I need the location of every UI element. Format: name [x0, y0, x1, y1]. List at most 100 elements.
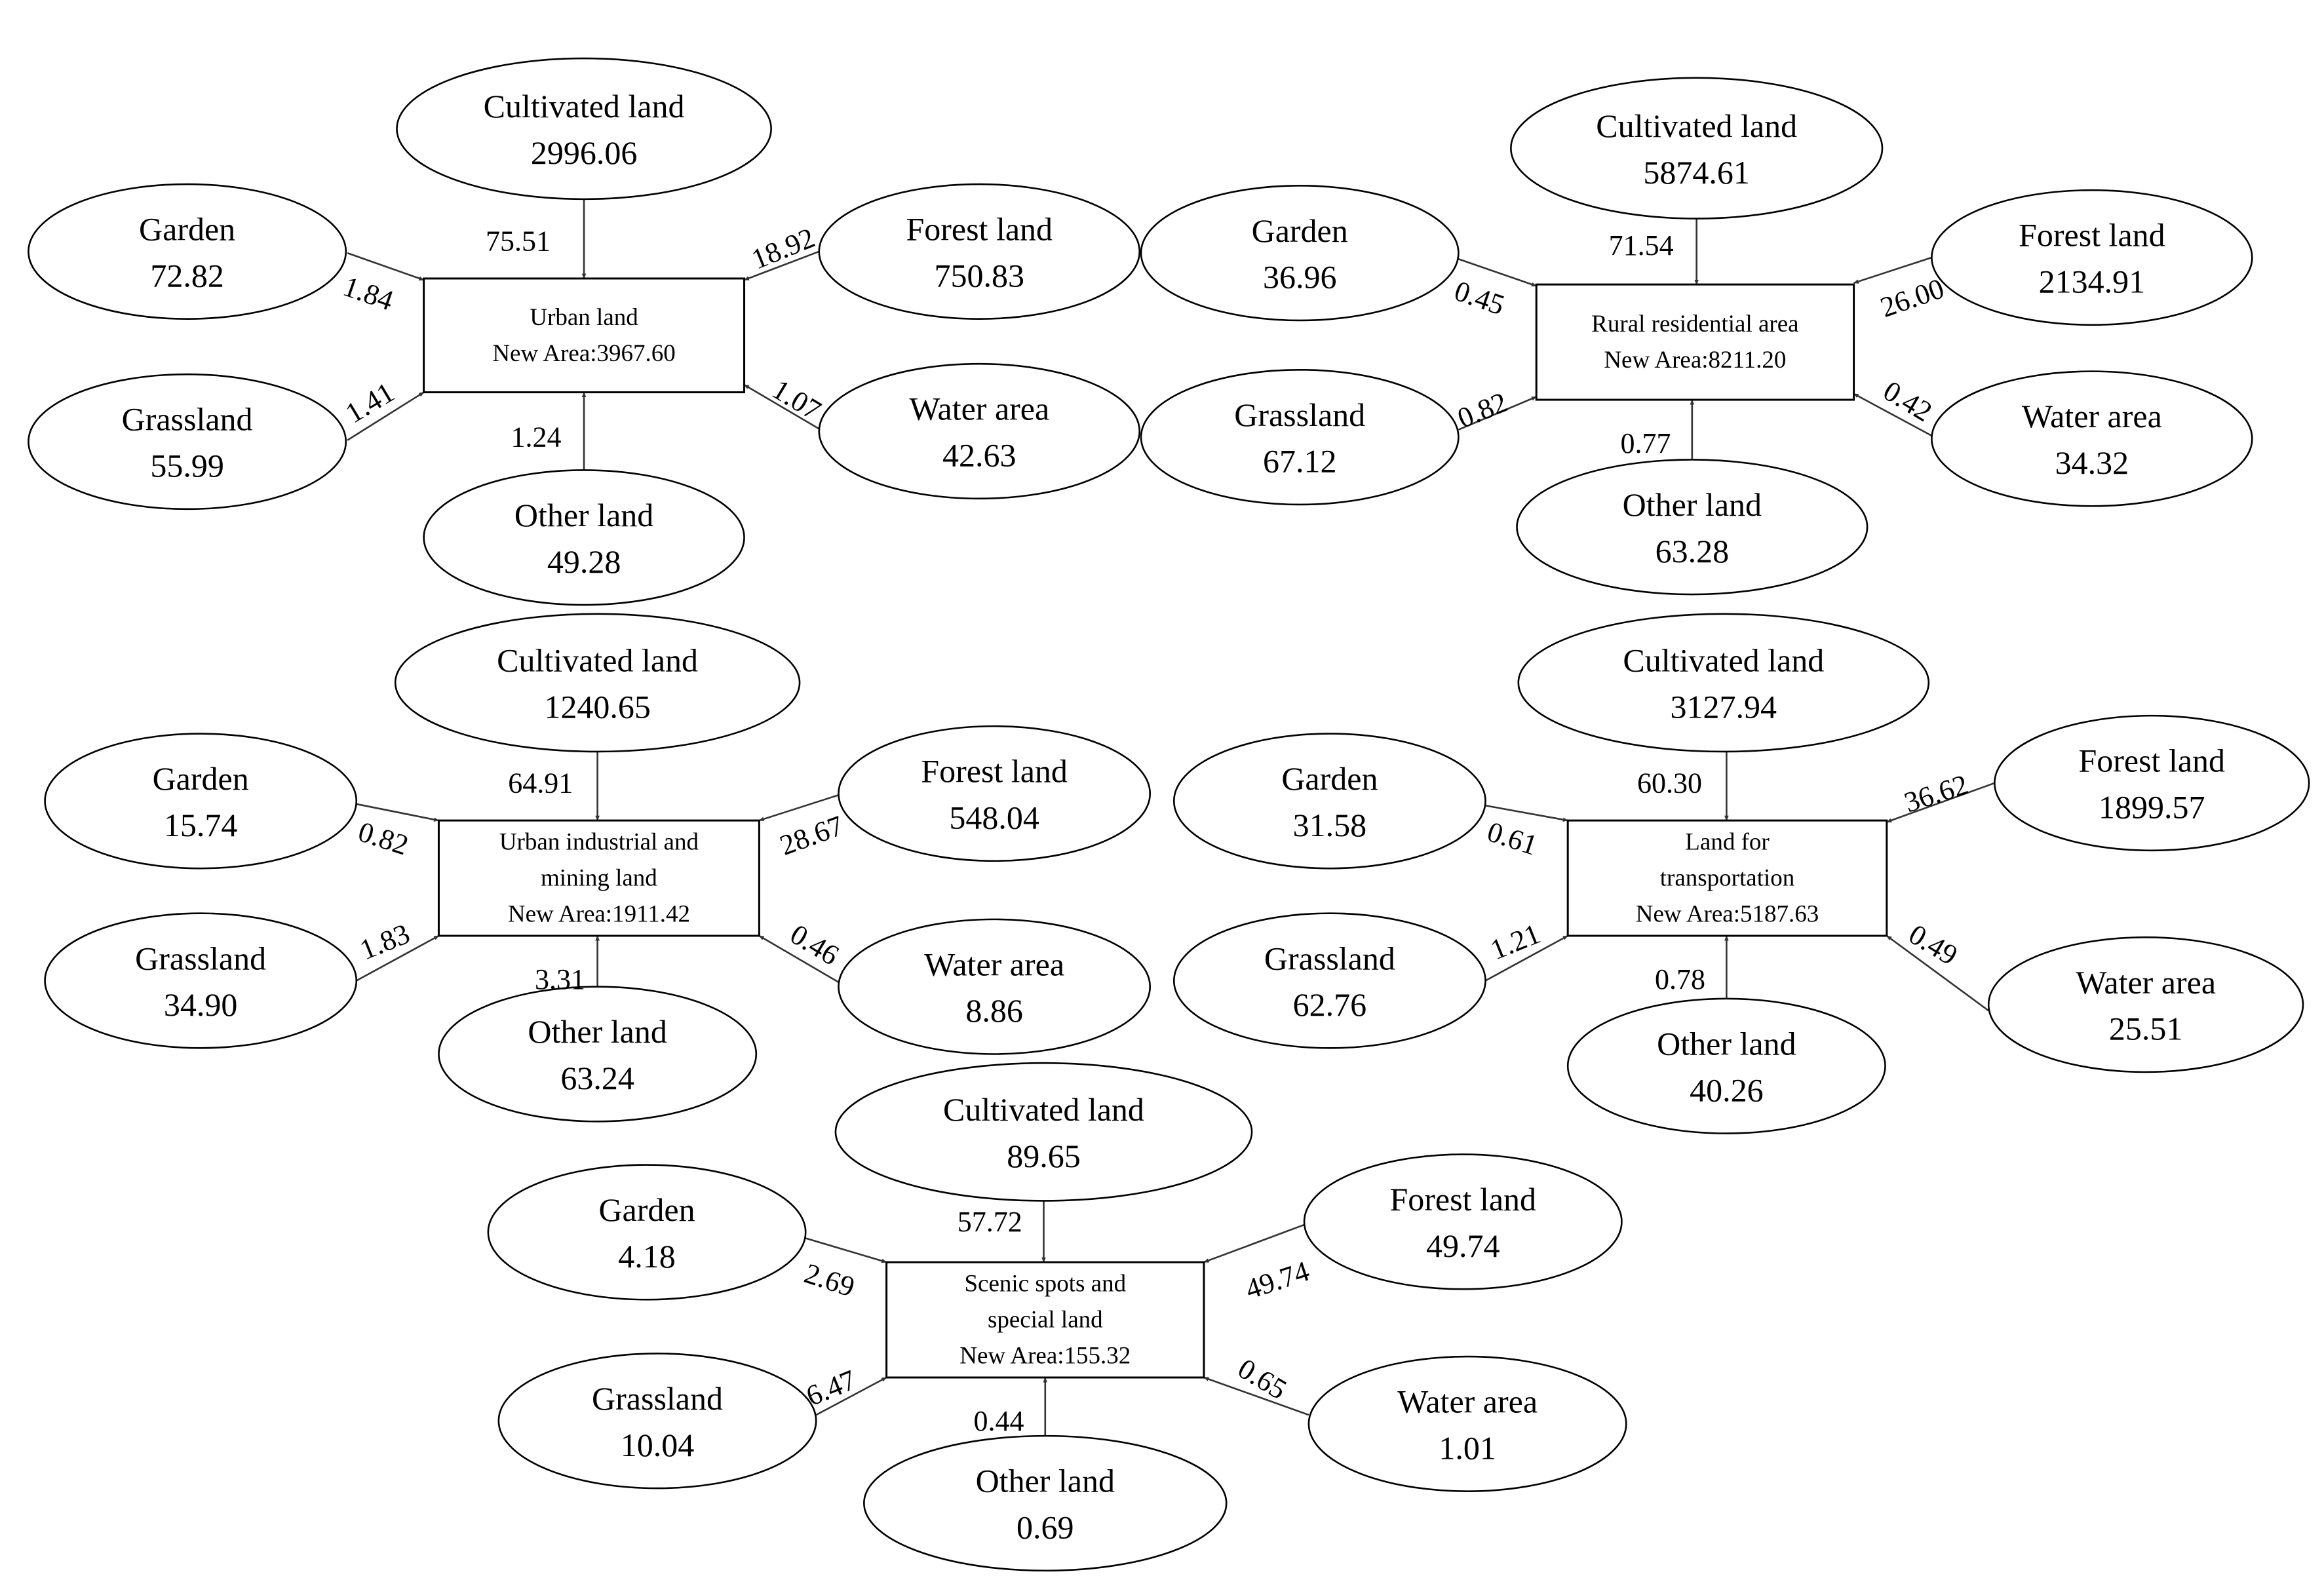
target-label: Land for [1685, 829, 1769, 856]
source-name: Water area [909, 391, 1049, 427]
flow-value-water: 0.49 [1903, 918, 1963, 972]
source-ellipse [1140, 369, 1460, 506]
flow-value-cultivated: 75.51 [486, 225, 551, 257]
source-ellipse [1140, 185, 1460, 322]
source-ellipse [1307, 1355, 1627, 1492]
source-area: 67.12 [1263, 443, 1337, 480]
target-box [423, 277, 746, 394]
target-label: Rural residential area [1591, 311, 1798, 337]
flow-arrow-garden [347, 252, 425, 281]
flow-arrow-garden [1458, 258, 1537, 287]
source-area: 72.82 [150, 257, 224, 294]
source-name: Other land [528, 1013, 667, 1050]
flow-arrow-forest [1886, 782, 1995, 823]
source-area: 3127.94 [1671, 688, 1777, 725]
source-name: Grassland [135, 940, 266, 976]
source-ellipse [396, 57, 772, 201]
source-name: Water area [1397, 1383, 1538, 1420]
source-area: 42.63 [942, 437, 1017, 474]
target-box [885, 1261, 1205, 1379]
flow-value-water: 0.46 [784, 918, 844, 972]
source-name: Forest land [1389, 1181, 1536, 1218]
target-label: New Area:8211.20 [1604, 347, 1786, 374]
target-label: Scenic spots and [964, 1271, 1126, 1298]
source-area: 63.28 [1656, 533, 1730, 569]
flow-arrow-grassland [356, 934, 440, 982]
flow-value-garden: 2.69 [801, 1257, 859, 1303]
flow-value-water: 0.65 [1232, 1352, 1292, 1406]
source-ellipse [394, 613, 801, 753]
flow-arrow-forest [743, 250, 820, 281]
source-ellipse [1303, 1153, 1623, 1290]
source-area: 40.26 [1690, 1071, 1764, 1108]
flow-arrow-water [1203, 1376, 1309, 1416]
target-label: New Area:3967.60 [492, 340, 676, 367]
target-label: transportation [1660, 865, 1795, 892]
flow-value-forest: 36.62 [1901, 768, 1972, 818]
flow-arrow-grassland [1484, 934, 1568, 982]
source-ellipse [28, 183, 347, 320]
target-label: New Area:155.32 [959, 1343, 1131, 1370]
source-area: 31.58 [1293, 807, 1367, 843]
source-name: Forest land [2019, 217, 2165, 254]
source-node-water: Water area 8.86 [838, 918, 1152, 1055]
target-label: mining land [541, 865, 657, 892]
source-node-water: Water area 42.63 [818, 362, 1141, 500]
source-ellipse [838, 918, 1152, 1055]
flow-value-grassland: 0.82 [1453, 386, 1512, 434]
source-area: 5874.61 [1643, 154, 1750, 191]
source-ellipse [838, 725, 1152, 862]
target-label: New Area:5187.63 [1636, 901, 1819, 928]
source-ellipse [438, 986, 758, 1123]
source-area: 49.74 [1426, 1227, 1500, 1264]
flow-value-water: 0.42 [1878, 374, 1937, 428]
flow-arrow-grassland [1458, 396, 1537, 431]
flow-value-garden: 0.82 [355, 815, 412, 861]
source-ellipse [44, 912, 358, 1049]
target-box [1535, 283, 1855, 401]
flow-arrow-water [743, 384, 821, 431]
source-area: 2134.91 [2039, 263, 2146, 300]
flow-value-other: 3.31 [535, 963, 585, 995]
source-name: Garden [139, 211, 235, 248]
source-area: 25.51 [2109, 1010, 2183, 1047]
source-name: Cultivated land [484, 88, 685, 125]
source-ellipse [1931, 189, 2253, 326]
source-ellipse [1172, 912, 1486, 1049]
source-area: 62.76 [1293, 986, 1367, 1023]
source-area: 49.28 [547, 543, 621, 580]
source-ellipse [497, 1353, 817, 1490]
source-area: 10.04 [621, 1427, 695, 1463]
target-label: New Area:1911.42 [508, 901, 690, 928]
flow-value-forest: 26.00 [1876, 272, 1948, 324]
source-area: 89.65 [1007, 1138, 1081, 1174]
flow-value-other: 0.78 [1655, 963, 1705, 995]
source-name: Water area [924, 946, 1064, 982]
flow-arrow-water [1853, 393, 1933, 437]
flow-value-grassland: 1.21 [1486, 917, 1545, 966]
flow-arrow-garden [1485, 804, 1568, 822]
source-area: 8.86 [965, 992, 1023, 1029]
source-node-forest: Forest land 49.74 [1303, 1153, 1623, 1290]
flow-value-other: 1.24 [511, 421, 561, 453]
flow-value-cultivated: 57.72 [958, 1206, 1022, 1238]
source-area: 1899.57 [2099, 789, 2205, 826]
flow-arrow-water [1886, 934, 1989, 1012]
source-name: Grassland [1264, 940, 1395, 976]
source-ellipse [1931, 370, 2253, 507]
source-node-grassland: Grassland 62.76 [1172, 912, 1486, 1049]
